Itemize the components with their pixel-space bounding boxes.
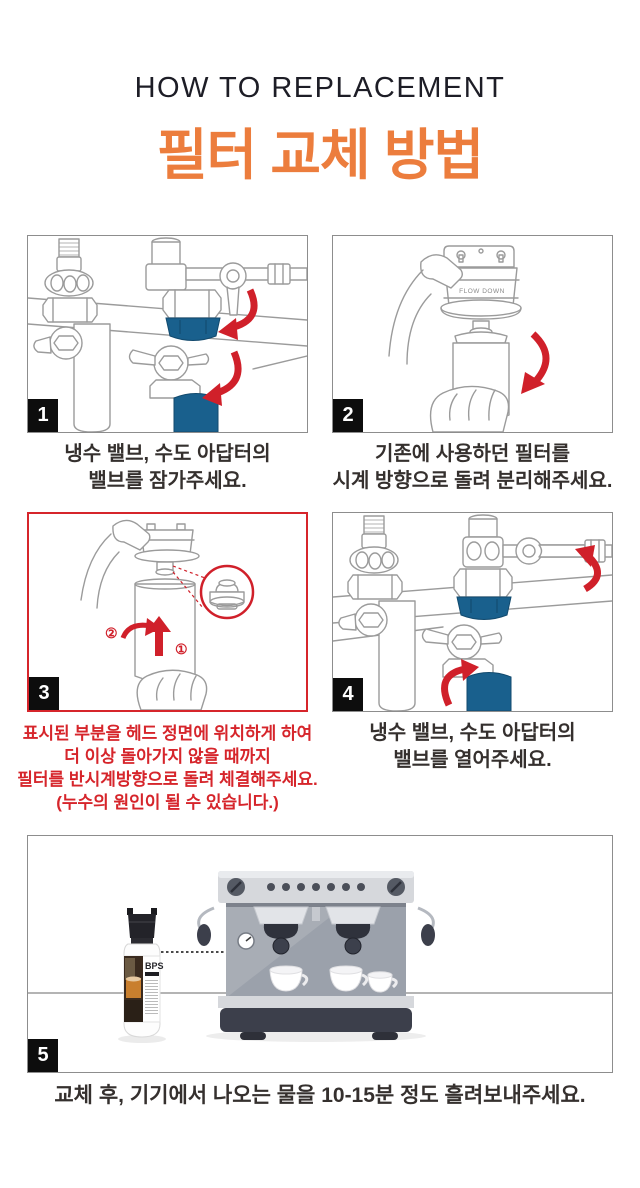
red-open-rotation-arrows-icon [441,545,601,707]
step-marker-2: ② [105,625,118,641]
right-valve-assembly [128,237,307,432]
step1-illustration-box: 1 [27,235,308,433]
espresso-machine [197,871,435,1042]
filter-removal-illustration: FLOW DOWN [388,245,550,432]
caption-line: 밸브를 잠가주세요. [88,470,247,492]
flow-down-label: FLOW DOWN [459,288,505,295]
filter-install-illustration: ① ② [80,519,255,710]
step-number-badge: 4 [333,678,363,711]
caption-line: 냉수 밸브, 수도 아답터의 [369,722,576,744]
page-title: 필터 교체 방법 [156,124,484,186]
caption-line: 필터를 반시계방향으로 돌려 체결해주세요. [17,770,318,789]
step2-caption: 기존에 사용하던 필터를 시계 방향으로 돌려 분리해주세요. [312,441,633,495]
bottle-label: BPS [123,955,164,1023]
valves-close-illustration [28,237,307,432]
caption-line: (누수의 원인이 될 수 있습니다.) [56,793,279,812]
step-number-badge: 3 [29,677,59,710]
wall-bracket [443,245,515,268]
step3-caption-warning: 표시된 부분을 헤드 정면에 위치하게 하여 더 이상 돌아가지 않을 때까지 … [2,722,333,814]
caption-line: 더 이상 돌아가지 않을 때까지 [64,747,271,766]
filter-head [134,523,200,576]
hand-holding-head [388,254,463,365]
machine-flush-illustration: BPS [28,871,612,1043]
caption-line: 교체 후, 기기에서 나오는 물을 10-15분 정도 흘려보내주세요. [54,1084,586,1107]
step-number-badge: 5 [28,1039,58,1072]
red-close-rotation-arrows-icon [202,288,258,406]
step5-caption: 교체 후, 기기에서 나오는 물을 10-15분 정도 흘려보내주세요. [0,1082,640,1109]
caption-line: 표시된 부분을 헤드 정면에 위치하게 하여 [22,724,313,743]
step4-illustration-box: 4 [332,512,613,712]
step3-illustration-box: ① ② 3 [27,512,308,712]
step-number-badge: 1 [28,399,58,432]
step1-caption: 냉수 밸브, 수도 아답터의 밸브를 잠가주세요. [7,441,328,495]
step-marker-1: ① [175,641,188,657]
red-install-arrows-icon: ① ② [105,616,188,657]
caption-line: 냉수 밸브, 수도 아답터의 [64,443,271,465]
hand-holding-head [80,519,151,609]
bottle-brand-label: BPS [145,961,164,971]
detail-inset-magnifier [172,564,255,620]
red-clockwise-arrow-icon [521,331,550,394]
filter-bottle: BPS [118,908,166,1043]
caption-line: 밸브를 열어주세요. [393,749,552,771]
section-eyebrow: HOW TO REPLACEMENT [134,72,506,104]
step2-illustration-box: FLOW DOWN 2 [332,235,613,433]
coffee-cups [269,965,398,993]
left-filter-head-assembly [338,515,416,711]
caption-line: 기존에 사용하던 필터를 [374,443,571,465]
step4-caption: 냉수 밸브, 수도 아답터의 밸브를 열어주세요. [312,720,633,774]
step5-illustration-box: BPS 5 [27,835,613,1073]
step-number-badge: 2 [333,399,363,432]
caption-line: 시계 방향으로 돌려 분리해주세요. [332,470,613,492]
valves-open-illustration [333,514,612,711]
hand-holding-filter [429,385,510,432]
left-filter-head-assembly [33,238,111,432]
hand-holding-filter [136,669,208,710]
